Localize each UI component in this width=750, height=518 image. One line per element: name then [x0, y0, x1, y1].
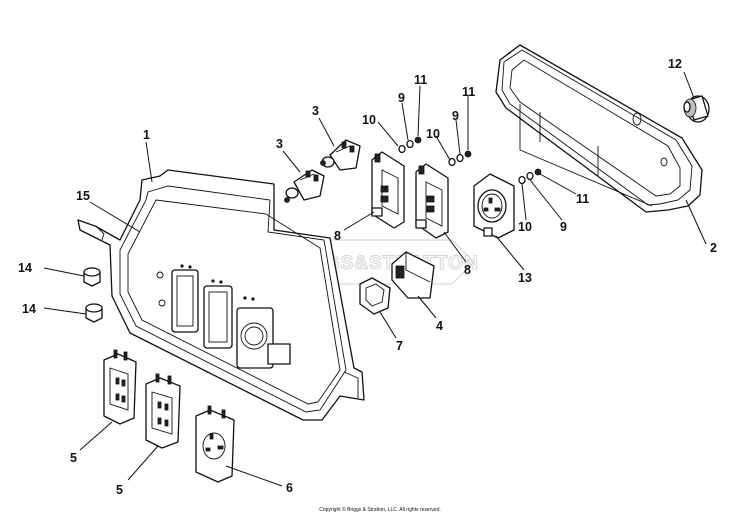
plug-cap — [683, 95, 710, 123]
leader-lines — [43, 71, 707, 487]
callout-5-right: 5 — [116, 483, 123, 497]
callout-1: 1 — [143, 128, 150, 142]
outlet-cutout-left — [171, 269, 199, 333]
control-panel — [77, 169, 365, 421]
switch-boot — [359, 277, 391, 315]
duplex-outlet-rear-right — [415, 163, 449, 239]
copyright-notice: Copyright © Briggs & Stratton, LLC. All … — [319, 507, 441, 513]
callout-3-lower: 3 — [276, 137, 283, 151]
callout-3-upper: 3 — [312, 104, 319, 118]
callout-numbers: 1 15 2 12 3 3 10 9 11 10 9 11 10 9 11 8 … — [18, 57, 717, 497]
callout-4: 4 — [436, 319, 443, 333]
washer-nut-set-3 — [518, 168, 542, 185]
callout-15: 15 — [76, 189, 90, 203]
washer-nut-set-2 — [448, 150, 472, 167]
twistlock-receptacle — [473, 173, 515, 239]
outlet-cutout-right — [203, 285, 233, 349]
front-twistlock-outlet — [195, 405, 235, 483]
callout-8-left: 8 — [334, 229, 341, 243]
callout-14-lower: 14 — [22, 302, 36, 316]
callout-12: 12 — [668, 57, 682, 71]
rear-enclosure-box — [495, 44, 703, 213]
breaker-cap-upper — [83, 267, 101, 287]
callout-6: 6 — [286, 481, 293, 495]
callout-11-a: 11 — [414, 73, 427, 87]
callout-10-c: 10 — [518, 220, 532, 234]
callout-11-b: 11 — [462, 85, 475, 99]
circuit-breaker-upper — [320, 139, 361, 171]
breaker-hole-top — [156, 271, 164, 279]
callout-9-b: 9 — [452, 109, 459, 123]
circuit-breaker-lower — [284, 169, 325, 203]
breaker-cap-lower — [85, 303, 103, 323]
front-duplex-outlet-left — [103, 349, 137, 425]
switch-cutout — [267, 343, 291, 365]
callout-7: 7 — [396, 339, 403, 353]
breaker-hole-bottom — [158, 299, 166, 307]
callout-9-a: 9 — [398, 91, 405, 105]
duplex-outlet-rear-left — [371, 151, 405, 229]
callout-9-c: 9 — [560, 220, 567, 234]
callout-2: 2 — [710, 241, 717, 255]
washer-nut-set-1 — [398, 136, 422, 154]
callout-14-upper: 14 — [18, 261, 32, 275]
rocker-switch — [391, 251, 435, 299]
callout-13: 13 — [518, 271, 532, 285]
callout-10-a: 10 — [362, 113, 376, 127]
callout-5-left: 5 — [70, 451, 77, 465]
callout-10-b: 10 — [426, 127, 440, 141]
twistlock-cutout — [236, 307, 274, 369]
callout-11-c: 11 — [576, 192, 589, 206]
callout-8-right: 8 — [464, 263, 471, 277]
front-duplex-outlet-right — [145, 373, 181, 449]
